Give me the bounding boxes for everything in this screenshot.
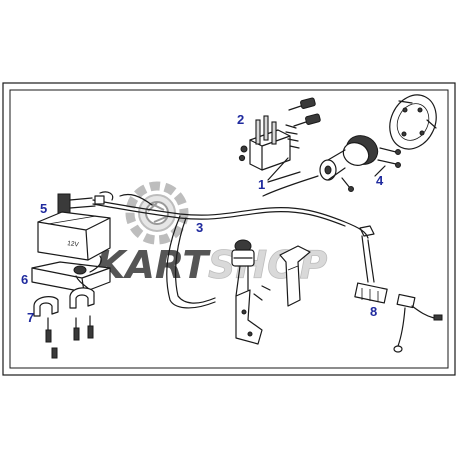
battery-label: 12V xyxy=(67,240,80,249)
callout-8: 8 xyxy=(370,304,377,319)
wiring-harness xyxy=(92,175,443,353)
kartshop-watermark: KART SHOP xyxy=(96,181,328,287)
callout-6: 6 xyxy=(21,272,28,287)
part-2-bracket xyxy=(238,97,321,171)
callout-5: 5 xyxy=(40,201,47,216)
part-4-stator xyxy=(319,94,437,192)
part-5-connector xyxy=(57,193,105,217)
part-7-clamps xyxy=(33,287,95,359)
frame-inner xyxy=(9,89,449,369)
callout-7: 7 xyxy=(27,310,34,325)
regulator-assembly xyxy=(231,239,311,345)
callout-4: 4 xyxy=(376,173,384,188)
callout-2: 2 xyxy=(237,112,244,127)
battery: 12V xyxy=(37,211,111,261)
watermark-shop: SHOP xyxy=(208,243,327,287)
callout-1: 1 xyxy=(258,177,265,192)
callout-3: 3 xyxy=(196,220,203,235)
callouts: 1 2 3 4 5 6 7 8 xyxy=(21,112,384,325)
watermark-kart: KART xyxy=(96,243,211,287)
leader-lines xyxy=(267,157,386,183)
gear-camera-icon xyxy=(125,181,189,245)
